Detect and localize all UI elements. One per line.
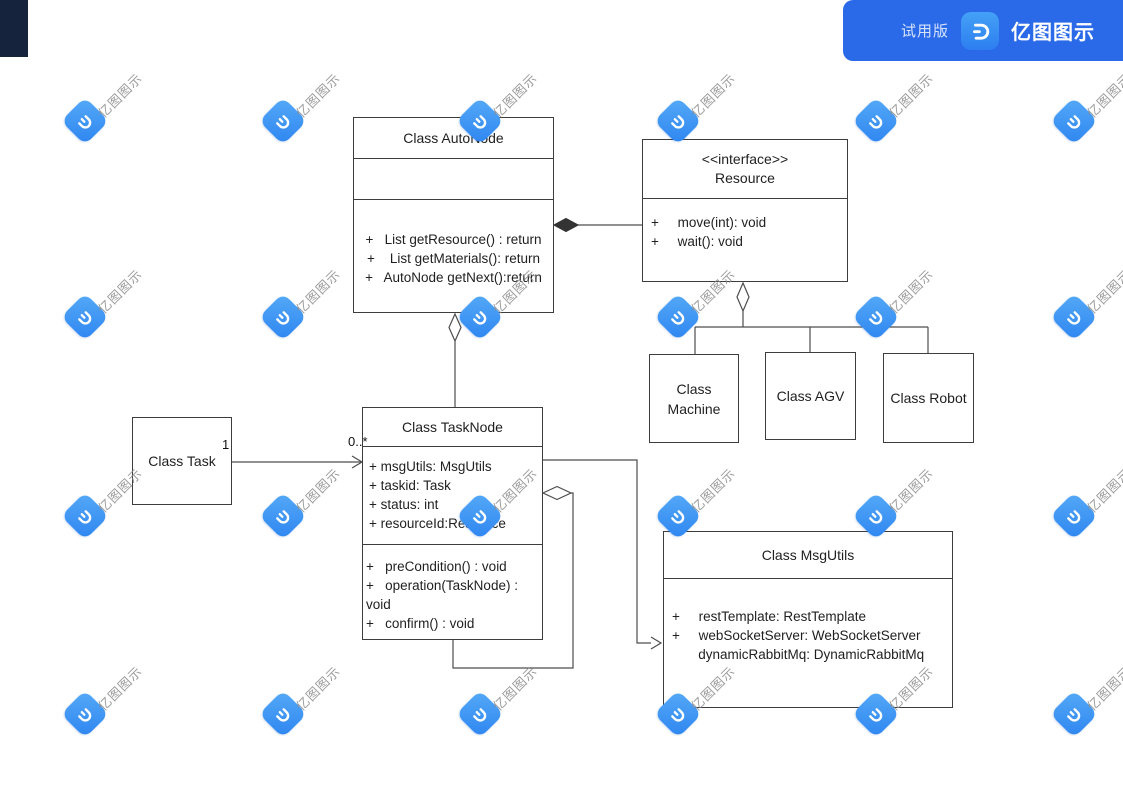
uml-class-msgutils[interactable]: Class MsgUtils + restTemplate: RestTempla… [663,531,953,708]
uml-class-robot[interactable]: Class Robot [883,353,974,443]
member-line: + status: int [369,497,439,512]
connector-tasknode-selfloop[interactable] [452,485,574,669]
uml-class-autonode[interactable]: Class AutoNode + List getResource() : ret… [353,117,554,313]
class-methods-section: + preCondition() : void + operation(TaskN… [363,544,542,639]
class-methods-section: + move(int): void + wait(): void [643,198,847,281]
trial-banner[interactable]: 试用版 亿图图示 [843,0,1123,61]
class-title-section: <<interface>> Resource [643,140,847,198]
class-attrs-section: + restTemplate: RestTemplate + webSocketS… [664,578,952,707]
member-line: + restTemplate: RestTemplate [672,609,866,624]
member-line: + resourceId:Resource [369,516,506,531]
uml-class-resource[interactable]: <<interface>>Resource+ move(int): void+ … [642,139,848,282]
member-line: + AutoNode getNext():return [365,270,542,285]
class-title: Class Task [148,453,216,469]
class-title: Class Robot [890,390,967,406]
member-line: + webSocketServer: WebSocketServer [672,628,921,643]
connector-tasknode-msgutils[interactable] [543,459,663,650]
edraw-logo-icon [961,11,999,50]
class-title: Class MsgUtils [761,546,855,563]
class-title-section: Class MsgUtils [664,532,952,578]
class-title: Class TaskNode [402,418,503,435]
trial-version-label: 试用版 [900,23,949,40]
member-line: + move(int): void [651,215,767,230]
member-line: + confirm() : void [366,616,475,631]
uml-class-tasknode[interactable]: Class TaskNode + msgUtils: MsgUtils + task… [362,407,543,640]
class-title: Class AutoNode [403,129,504,146]
class-methods-section: + List getResource() : return + List getM… [354,199,553,312]
class-empty-section [354,158,553,199]
class-title: Resource [715,170,775,186]
member-line: + List getResource() : return [365,232,542,247]
connector-resource-implementations[interactable] [694,281,929,354]
member-line: + wait(): void [651,234,743,249]
uml-class-agv[interactable]: Class AGV [765,352,856,440]
class-title-section: Class TaskNode [363,408,542,446]
member-line: + operation(TaskNode) : [366,578,518,593]
app-name-label: 亿图图示 [1011,22,1095,44]
member-line: + taskid: Task [369,478,451,493]
member-line: + preCondition() : void [366,559,507,574]
uml-class-task[interactable]: Class Task [132,417,232,505]
class-attrs-section: + msgUtils: MsgUtils + taskid: Task + stat… [363,446,542,544]
member-line: + List getMaterials(): return [367,251,540,266]
member-line: void [366,597,391,612]
uml-class-machine[interactable]: Class Machine [649,354,739,443]
class-title-section: Class AutoNode [354,118,553,158]
member-line: dynamicRabbitMq: DynamicRabbitMq [672,647,925,662]
connector-autonode-resource[interactable] [552,217,642,233]
class-stereotype: <<interface>> [701,151,789,167]
member-line: + msgUtils: MsgUtils [369,459,492,474]
class-title: Class Machine [667,380,721,417]
class-title: Class AGV [776,388,845,404]
